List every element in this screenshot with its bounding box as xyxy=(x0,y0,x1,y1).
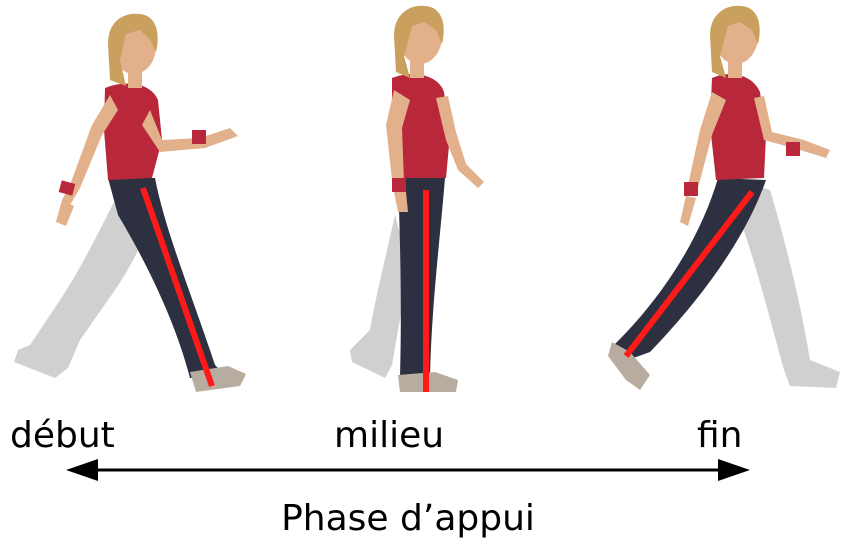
walker-start xyxy=(14,14,246,392)
arrowhead-right xyxy=(718,459,750,481)
axis-title: Phase d’appui xyxy=(281,498,535,539)
rear-leg-end xyxy=(740,180,840,388)
arrowhead-left xyxy=(66,459,98,481)
label-end: fin xyxy=(697,415,743,456)
support-leg-start xyxy=(108,178,225,378)
double-arrow xyxy=(66,459,750,481)
label-middle: milieu xyxy=(334,415,444,456)
torso-end xyxy=(710,74,766,180)
support-leg-line-start xyxy=(143,188,212,386)
label-start: début xyxy=(10,415,115,456)
walker-middle xyxy=(350,6,484,392)
